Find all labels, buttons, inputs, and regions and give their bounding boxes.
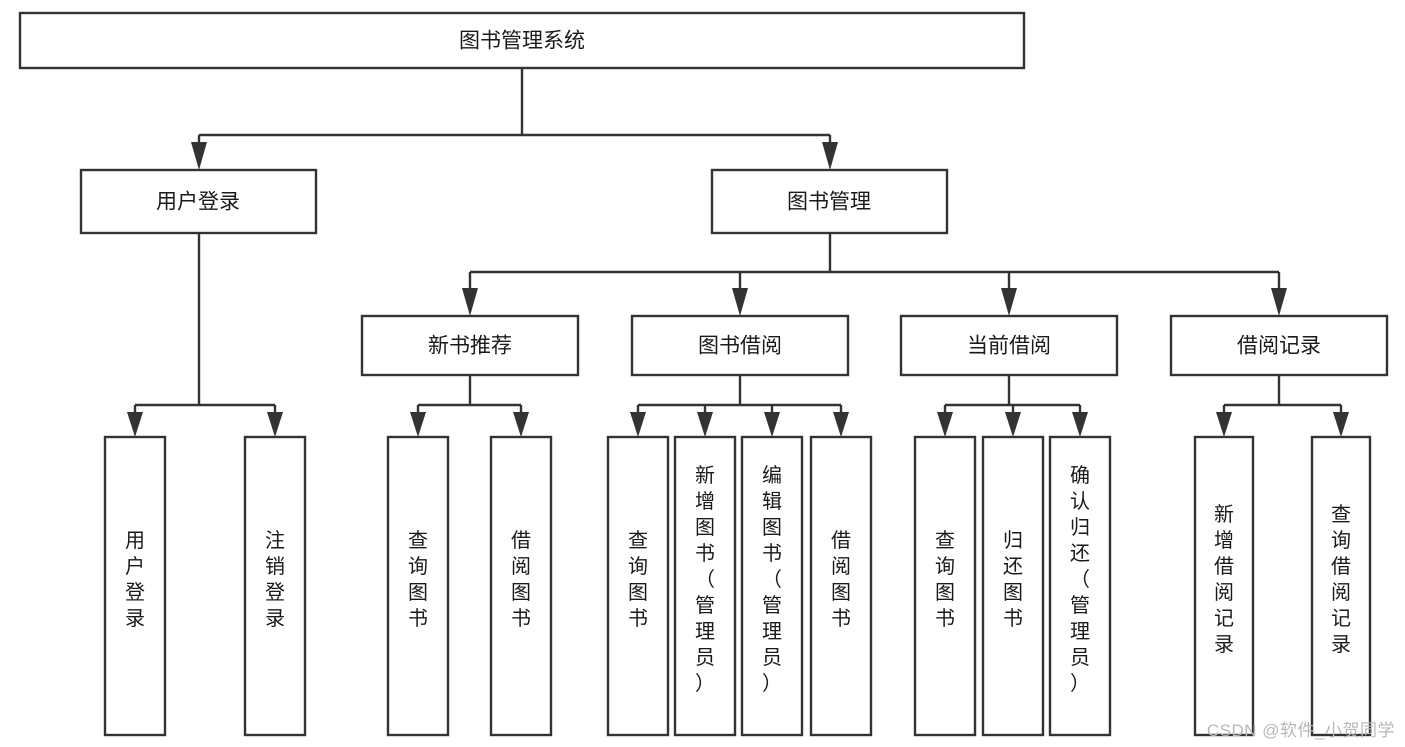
node-leaf-user-logout-label: 注销登录 bbox=[265, 529, 285, 630]
node-current-borrow[interactable]: 当前借阅 bbox=[899, 314, 1119, 377]
node-leaf-add-book[interactable]: 新增图书（管理员） bbox=[673, 435, 737, 737]
node-borrow-record[interactable]: 借阅记录 bbox=[1169, 314, 1389, 377]
node-leaf-user-logout-box[interactable] bbox=[243, 435, 307, 737]
connector-group-user-login bbox=[127, 233, 283, 437]
arrow-head-current-borrow bbox=[1001, 288, 1017, 316]
arrow-head-leaf-user-logout bbox=[267, 412, 283, 437]
arrow-head-leaf-edit-book bbox=[764, 412, 780, 437]
node-leaf-user-logout[interactable]: 注销登录 bbox=[243, 435, 307, 737]
node-book-manage-label: 图书管理 bbox=[787, 191, 871, 214]
node-borrow-record-label: 借阅记录 bbox=[1237, 335, 1321, 358]
connector-group-new-book-rec bbox=[410, 375, 529, 437]
node-new-book-rec-box[interactable] bbox=[360, 314, 580, 377]
node-book-manage[interactable]: 图书管理 bbox=[710, 168, 949, 235]
arrow-head-leaf-return-book bbox=[1005, 412, 1021, 437]
node-leaf-return-book-label: 归还图书 bbox=[1003, 529, 1023, 630]
arrow-head-leaf-query-book-2 bbox=[630, 412, 646, 437]
arrow-head-borrow-record bbox=[1271, 288, 1287, 316]
node-leaf-add-record-label: 新增借阅记录 bbox=[1214, 503, 1234, 656]
node-leaf-user-login-label: 用户登录 bbox=[125, 530, 145, 630]
node-leaf-query-book-2-label: 查询图书 bbox=[628, 529, 648, 630]
node-book-borrow-box[interactable] bbox=[630, 314, 850, 377]
connector-group-borrow-record bbox=[1216, 375, 1349, 437]
node-leaf-borrow-book-2-label: 借阅图书 bbox=[831, 529, 851, 630]
arrow-head-leaf-user-login bbox=[127, 412, 143, 437]
connector-group-book-borrow bbox=[630, 375, 849, 437]
node-leaf-borrow-book-1-label: 借阅图书 bbox=[511, 529, 531, 630]
node-root-box[interactable] bbox=[18, 11, 1026, 70]
arrow-head-leaf-query-record bbox=[1333, 412, 1349, 437]
node-leaf-query-book-3-box[interactable] bbox=[913, 435, 977, 737]
node-leaf-borrow-book-2[interactable]: 借阅图书 bbox=[809, 435, 873, 737]
node-leaf-confirm-return[interactable]: 确认归还（管理员） bbox=[1048, 435, 1112, 737]
arrow-head-book-borrow bbox=[732, 288, 748, 316]
node-leaf-borrow-book-2-box[interactable] bbox=[809, 435, 873, 737]
node-leaf-add-record-box[interactable] bbox=[1193, 435, 1255, 737]
node-leaf-borrow-book-1[interactable]: 借阅图书 bbox=[489, 435, 553, 737]
arrow-head-leaf-query-book-1 bbox=[410, 412, 426, 437]
connector-group-current-borrow bbox=[937, 375, 1088, 437]
node-new-book-rec[interactable]: 新书推荐 bbox=[360, 314, 580, 377]
node-leaf-query-book-1[interactable]: 查询图书 bbox=[386, 435, 450, 737]
node-leaf-add-record[interactable]: 新增借阅记录 bbox=[1193, 435, 1255, 737]
node-user-login-label: 用户登录 bbox=[156, 191, 240, 214]
node-current-borrow-box[interactable] bbox=[899, 314, 1119, 377]
node-leaf-query-record-label: 查询借阅记录 bbox=[1331, 503, 1351, 656]
node-leaf-query-book-1-box[interactable] bbox=[386, 435, 450, 737]
node-current-borrow-label: 当前借阅 bbox=[967, 335, 1051, 358]
node-user-login[interactable]: 用户登录 bbox=[79, 168, 318, 235]
arrow-head-leaf-add-book bbox=[697, 412, 713, 437]
node-borrow-record-box[interactable] bbox=[1169, 314, 1389, 377]
node-leaf-borrow-book-1-box[interactable] bbox=[489, 435, 553, 737]
node-leaf-query-record-box[interactable] bbox=[1310, 435, 1372, 737]
node-leaf-query-book-2[interactable]: 查询图书 bbox=[606, 435, 670, 737]
node-leaf-user-login[interactable]: 用户登录 bbox=[103, 435, 167, 737]
node-leaf-add-book-label: 新增图书（管理员） bbox=[695, 464, 715, 695]
node-leaf-query-book-2-box[interactable] bbox=[606, 435, 670, 737]
node-leaf-confirm-return-label: 确认归还（管理员） bbox=[1070, 464, 1090, 695]
node-leaf-add-book-box[interactable] bbox=[673, 435, 737, 737]
arrow-head-user-login bbox=[191, 142, 207, 170]
node-root[interactable]: 图书管理系统 bbox=[18, 11, 1026, 70]
node-leaf-return-book-box[interactable] bbox=[981, 435, 1045, 737]
node-book-manage-box[interactable] bbox=[710, 168, 949, 235]
arrow-head-new-book-rec bbox=[462, 288, 478, 316]
connector-group-book-manage bbox=[462, 233, 1287, 316]
node-book-borrow[interactable]: 图书借阅 bbox=[630, 314, 850, 377]
arrow-head-leaf-borrow-book-1 bbox=[513, 412, 529, 437]
node-leaf-user-login-box[interactable] bbox=[103, 435, 167, 737]
node-user-login-box[interactable] bbox=[79, 168, 318, 235]
node-leaf-query-book-3-label: 查询图书 bbox=[935, 529, 955, 630]
node-leaf-edit-book-label: 编辑图书（管理员） bbox=[762, 464, 782, 695]
arrow-head-book-manage bbox=[822, 142, 838, 170]
node-leaf-edit-book[interactable]: 编辑图书（管理员） bbox=[740, 435, 804, 737]
node-leaf-query-record[interactable]: 查询借阅记录 bbox=[1310, 435, 1372, 737]
node-leaf-query-book-3[interactable]: 查询图书 bbox=[913, 435, 977, 737]
node-root-label: 图书管理系统 bbox=[459, 30, 585, 53]
node-leaf-confirm-return-box[interactable] bbox=[1048, 435, 1112, 737]
arrow-head-leaf-borrow-book-2 bbox=[833, 412, 849, 437]
arrow-head-leaf-add-record bbox=[1216, 412, 1232, 437]
arrow-head-leaf-confirm-return bbox=[1072, 412, 1088, 437]
node-leaf-edit-book-box[interactable] bbox=[740, 435, 804, 737]
connector-group-root bbox=[191, 68, 838, 170]
arrow-head-leaf-query-book-3 bbox=[937, 412, 953, 437]
node-new-book-rec-label: 新书推荐 bbox=[428, 335, 512, 358]
node-book-borrow-label: 图书借阅 bbox=[698, 335, 782, 358]
node-leaf-query-book-1-label: 查询图书 bbox=[408, 529, 428, 630]
node-leaf-return-book[interactable]: 归还图书 bbox=[981, 435, 1045, 737]
